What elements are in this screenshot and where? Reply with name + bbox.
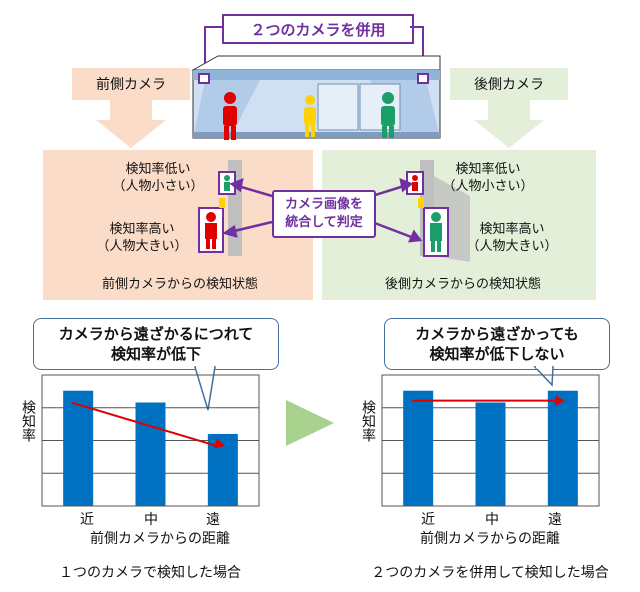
left-ylabel: 検知率 <box>20 400 36 442</box>
front-camera-icon <box>198 73 210 84</box>
right-xlabel: 前側カメラからの距離 <box>420 531 560 547</box>
front-low-text: 検知率低い （人物小さい） <box>108 161 208 195</box>
rear-far-person-icon <box>412 175 418 191</box>
person-green-icon <box>381 92 395 138</box>
right-callout-line1: カメラから遠ざかっても <box>415 325 579 343</box>
bus-door-left <box>317 83 359 131</box>
front-detection-panel <box>43 150 313 300</box>
left-xlabel: 前側カメラからの距離 <box>90 531 230 547</box>
rear-panel-caption: 後側カメラからの検知状態 <box>384 277 541 292</box>
right-callout-line2: 検知率が低下しない <box>429 345 565 363</box>
left-callout: カメラから遠ざかるにつれて 検知率が低下 <box>33 318 279 370</box>
rear-near-person-icon <box>430 212 442 252</box>
rear-high-note: （人物大きい） <box>466 239 558 254</box>
rear-low-note: （人物小さい） <box>442 179 534 194</box>
rear-mid-person <box>418 198 424 208</box>
front-low-rate: 検知率低い <box>125 162 191 177</box>
integrate-line1: カメラ画像を <box>284 197 363 212</box>
bus-floor <box>193 132 440 138</box>
play-arrow-icon <box>286 400 334 446</box>
left-callout-line1: カメラから遠ざかるにつれて <box>58 325 254 343</box>
integrate-box: カメラ画像を 統合して判定 <box>272 190 376 238</box>
left-tick-near: 近 <box>80 512 94 528</box>
right-tick-mid: 中 <box>485 512 499 528</box>
integrate-line2: 統合して判定 <box>285 215 363 230</box>
right-bar-2 <box>547 390 578 506</box>
right-bar-1 <box>475 402 506 506</box>
bus-ceiling <box>193 70 440 80</box>
front-near-person-icon <box>205 212 217 249</box>
rear-high-text: 検知率高い （人物大きい） <box>462 221 562 255</box>
right-tick-near: 近 <box>421 512 435 528</box>
left-bar-0 <box>63 390 94 506</box>
left-tick-far: 遠 <box>206 512 220 528</box>
front-camera-label: 前側カメラ <box>72 68 190 100</box>
rear-high-rate: 検知率高い <box>479 222 545 237</box>
header-title: ２つのカメラを併用 <box>250 20 386 39</box>
person-yellow-icon <box>304 95 316 137</box>
header-title-box: ２つのカメラを併用 <box>222 14 414 44</box>
front-camera-label-text: 前側カメラ <box>96 77 166 93</box>
left-callout-line2: 検知率が低下 <box>110 345 201 363</box>
right-tick-far: 遠 <box>548 512 562 528</box>
front-high-text: 検知率高い （人物大きい） <box>92 221 192 255</box>
left-bar-1 <box>135 402 166 506</box>
front-high-rate: 検知率高い <box>109 222 175 237</box>
left-caption: １つのカメラで検知した場合 <box>59 565 241 581</box>
person-red-icon <box>223 92 237 140</box>
integrate-arrows <box>222 177 423 243</box>
front-low-note: （人物小さい） <box>112 179 204 194</box>
rear-camera-icon <box>417 73 429 84</box>
right-callout: カメラから遠ざかっても 検知率が低下しない <box>384 318 610 370</box>
front-far-person-icon <box>224 175 230 191</box>
right-callout-tail <box>533 366 554 387</box>
top-graphics <box>96 26 544 148</box>
right-caption: ２つのカメラを併用して検知した場合 <box>371 565 609 581</box>
left-trend-arrow-head <box>214 438 225 449</box>
left-tick-mid: 中 <box>144 512 158 528</box>
rear-low-rate: 検知率低い <box>455 162 521 177</box>
front-down-arrow <box>96 100 166 148</box>
right-bar-0 <box>403 390 434 506</box>
right-ylabel: 検知率 <box>360 400 376 442</box>
rear-down-arrow <box>474 100 544 148</box>
rear-low-text: 検知率低い （人物小さい） <box>438 161 538 195</box>
left-trend-arrow-line <box>71 401 218 447</box>
middle-graphics <box>198 160 470 262</box>
left-callout-tail <box>193 366 216 411</box>
connector-line-left <box>204 26 222 76</box>
right-trend-arrow-head <box>555 395 565 406</box>
front-high-note: （人物大きい） <box>96 239 188 254</box>
rear-camera-label: 後側カメラ <box>450 68 568 100</box>
front-panel-caption: 前側カメラからの検知状態 <box>101 277 258 292</box>
front-mid-person <box>219 198 225 208</box>
rear-camera-label-text: 後側カメラ <box>474 77 544 93</box>
